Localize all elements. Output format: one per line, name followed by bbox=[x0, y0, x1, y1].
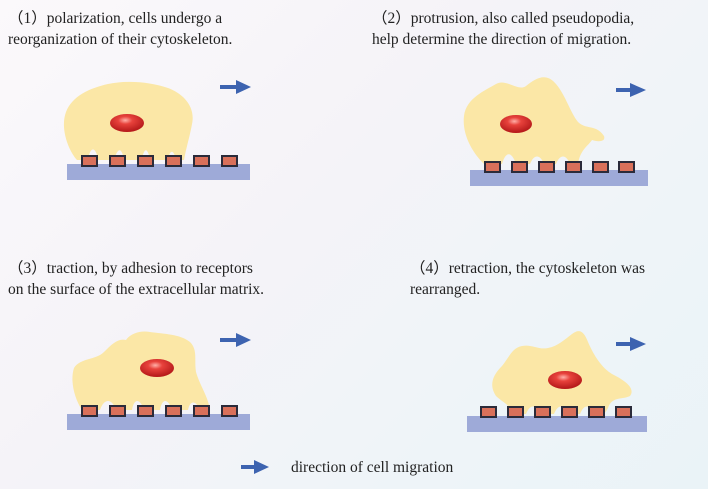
step-3-receptors bbox=[81, 405, 238, 417]
step-1-caption-line-1: （1）polarization, cells undergo a bbox=[8, 10, 223, 27]
step-3-nucleus bbox=[140, 359, 174, 377]
legend-label: direction of cell migration bbox=[291, 459, 454, 476]
step-4-caption-line-1: （4）retraction, the cytoskeleton was bbox=[410, 260, 646, 277]
step-2-caption: （2）protrusion, also called pseudopodia, … bbox=[372, 8, 634, 50]
step-2-receptor bbox=[592, 161, 609, 173]
step-4-receptor bbox=[561, 406, 578, 418]
step-1-receptor bbox=[193, 155, 210, 167]
step-1-receptor bbox=[137, 155, 154, 167]
step-2-receptors bbox=[484, 161, 635, 173]
step-2-receptor bbox=[618, 161, 635, 173]
step-2-cell-body bbox=[463, 77, 605, 164]
step-3-caption-line-1: （3）traction, by adhesion to receptors bbox=[8, 260, 253, 277]
step-4-substrate bbox=[467, 416, 647, 432]
step-4-nucleus bbox=[548, 371, 582, 389]
step-3-diagram bbox=[67, 331, 251, 430]
step-1-receptors bbox=[81, 155, 238, 167]
step-1-caption: （1）polarization, cells undergo a reorgan… bbox=[8, 8, 232, 50]
step-2-receptor bbox=[484, 161, 501, 173]
step-4-caption: （4）retraction, the cytoskeleton was rear… bbox=[410, 258, 645, 300]
step-2-nucleus bbox=[500, 115, 532, 133]
step-4-receptors bbox=[480, 406, 632, 418]
step-2-arrow-icon bbox=[616, 83, 646, 97]
step-2-diagram bbox=[463, 77, 648, 186]
step-4-caption-line-2: rearranged. bbox=[410, 281, 481, 298]
legend-arrow-icon bbox=[241, 460, 269, 474]
step-3-receptor bbox=[81, 405, 98, 417]
step-3-arrow-icon bbox=[220, 333, 251, 347]
step-3-caption: （3）traction, by adhesion to receptors on… bbox=[8, 258, 264, 300]
step-2-receptor bbox=[511, 161, 528, 173]
step-3-caption-line-2: on the surface of the extracellular matr… bbox=[8, 281, 265, 298]
step-4-receptor bbox=[480, 406, 497, 418]
step-1-diagram bbox=[63, 80, 251, 180]
step-4-receptor bbox=[588, 406, 605, 418]
step-1-caption-line-2: reorganization of their cytoskeleton. bbox=[8, 31, 233, 48]
step-3-substrate bbox=[67, 414, 250, 430]
step-1-arrow-icon bbox=[220, 80, 251, 94]
step-2-receptor bbox=[565, 161, 582, 173]
step-3-receptor bbox=[193, 405, 210, 417]
step-2-receptor bbox=[538, 161, 555, 173]
step-1-substrate bbox=[67, 164, 250, 180]
step-1-receptor bbox=[109, 155, 126, 167]
step-1-nucleus bbox=[110, 114, 144, 132]
step-4-receptor bbox=[615, 406, 632, 418]
step-3-receptor bbox=[165, 405, 182, 417]
step-4-diagram bbox=[467, 331, 647, 432]
step-3-receptor bbox=[109, 405, 126, 417]
step-1-receptor bbox=[165, 155, 182, 167]
step-4-receptor bbox=[534, 406, 551, 418]
step-4-arrow-icon bbox=[616, 337, 646, 351]
step-3-receptor bbox=[137, 405, 154, 417]
step-1-receptor bbox=[221, 155, 238, 167]
step-2-substrate bbox=[470, 170, 648, 186]
step-3-receptor bbox=[221, 405, 238, 417]
step-4-receptor bbox=[507, 406, 524, 418]
step-1-receptor bbox=[81, 155, 98, 167]
step-2-caption-line-1: （2）protrusion, also called pseudopodia, bbox=[372, 10, 635, 27]
step-2-caption-line-2: help determine the direction of migratio… bbox=[372, 31, 632, 48]
